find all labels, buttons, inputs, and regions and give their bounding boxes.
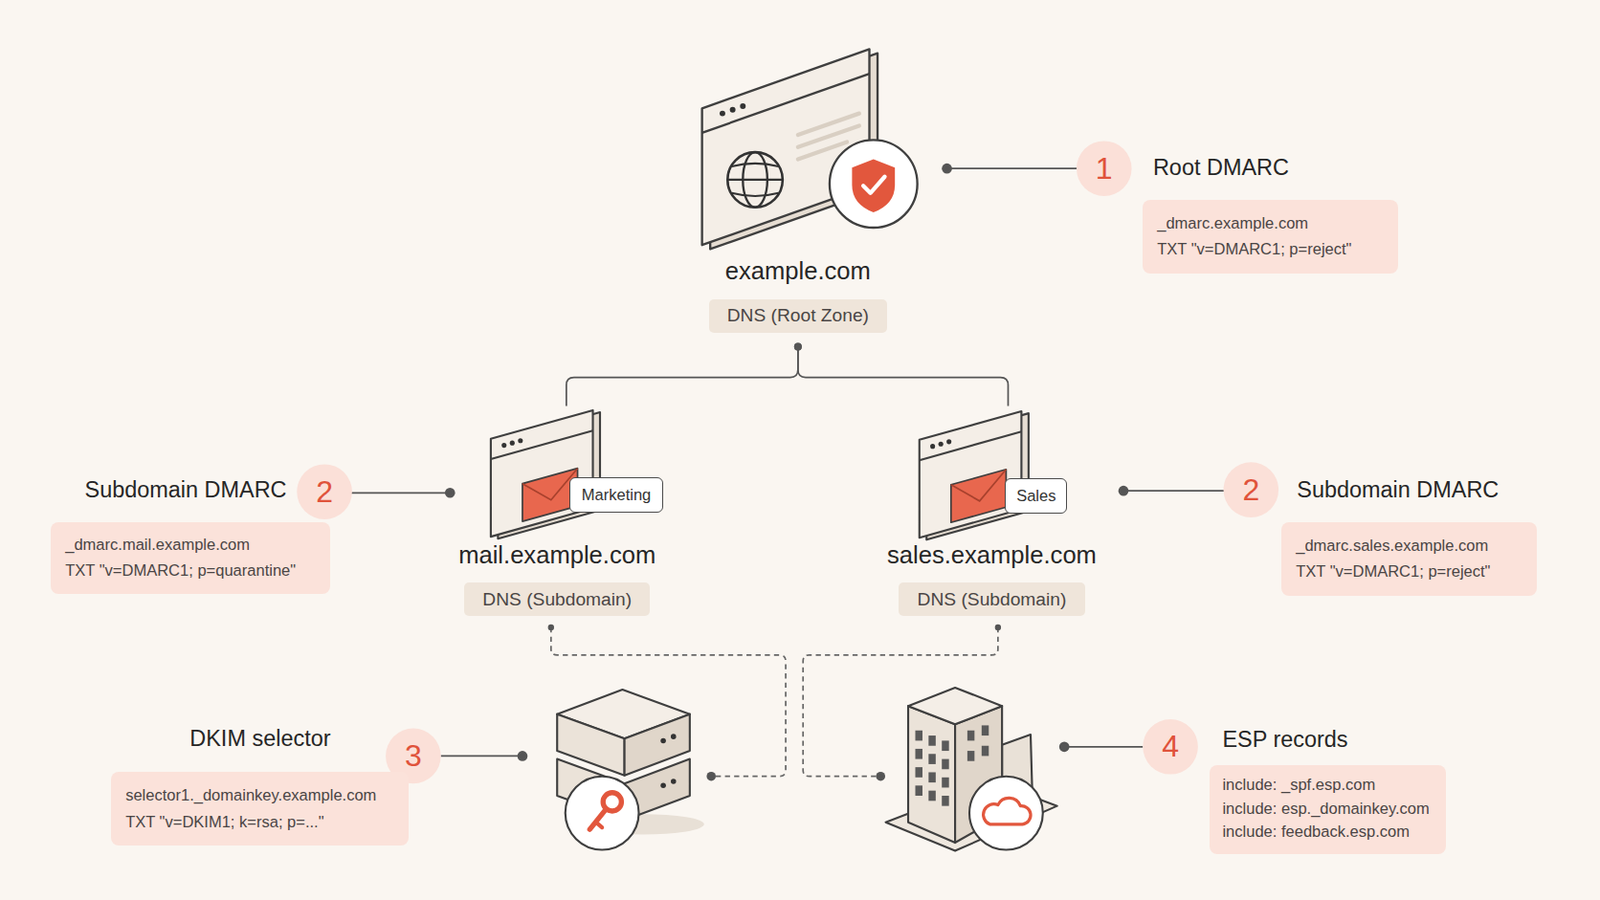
domain-node: sales.example.comDNS (Subdomain) Sales bbox=[885, 405, 1100, 623]
dns-record-box: DKIM selector selector1._domainkey.exampl… bbox=[111, 724, 408, 846]
domain-name: mail.example.com bbox=[458, 540, 656, 571]
record-line: _dmarc.sales.example.com bbox=[1295, 533, 1523, 560]
dns-zone-pill: DNS (Root Zone) bbox=[709, 299, 889, 334]
callout-number: 3 bbox=[382, 735, 445, 778]
building-icon bbox=[886, 688, 1058, 852]
website-icon bbox=[702, 48, 918, 249]
record-heading: DKIM selector bbox=[111, 724, 408, 756]
domain-node: mail.example.comDNS (Subdomain) Marketing bbox=[449, 405, 665, 623]
record-line: include: feedback.esp.com bbox=[1222, 821, 1433, 845]
record-heading: ESP records bbox=[1209, 725, 1446, 756]
dashed-link bbox=[551, 627, 786, 778]
dns-record-box: Root DMARC _dmarc.example.comTXT "v=DMARC… bbox=[1142, 153, 1399, 274]
tree-connector bbox=[798, 347, 1009, 407]
record-heading: Subdomain DMARC bbox=[1281, 475, 1537, 507]
record-body: _dmarc.example.comTXT "v=DMARC1; p=rejec… bbox=[1142, 200, 1399, 274]
callout-circle bbox=[296, 140, 1279, 784]
tag-label-box: Sales bbox=[1004, 478, 1067, 514]
server-icon bbox=[556, 689, 705, 850]
record-body: _dmarc.sales.example.comTXT "v=DMARC1; p… bbox=[1281, 522, 1537, 597]
leader-line bbox=[351, 168, 1225, 756]
record-line: TXT "v=DMARC1; p=reject" bbox=[1295, 558, 1523, 586]
dns-record-box: Subdomain DMARC _dmarc.sales.example.comT… bbox=[1281, 475, 1537, 597]
record-line: _dmarc.example.com bbox=[1156, 210, 1384, 238]
callout-number: 1 bbox=[1073, 148, 1135, 190]
record-line: TXT "v=DMARC1; p=quarantine" bbox=[65, 557, 316, 585]
record-body: selector1._domainkey.example.comTXT "v=D… bbox=[111, 772, 408, 846]
callout-number: 4 bbox=[1139, 726, 1201, 768]
dns-record-box: Subdomain DMARC _dmarc.mail.example.comTX… bbox=[50, 475, 331, 595]
record-body: _dmarc.mail.example.comTXT "v=DMARC1; p=… bbox=[50, 522, 331, 595]
domain-name: example.com bbox=[725, 256, 871, 287]
callout-number: 2 bbox=[1220, 469, 1282, 512]
record-line: selector1._domainkey.example.com bbox=[125, 782, 394, 810]
record-body: include: _spf.esp.cominclude: esp._domai… bbox=[1209, 765, 1446, 855]
callout-number: 2 bbox=[293, 471, 356, 513]
record-line: TXT "v=DKIM1; k=rsa; p=..." bbox=[125, 809, 394, 837]
connector-dot bbox=[794, 343, 802, 352]
tag-label-box: Marketing bbox=[569, 477, 664, 513]
dns-zone-pill: DNS (Subdomain) bbox=[464, 582, 650, 617]
record-line: include: esp._domainkey.com bbox=[1222, 798, 1433, 823]
connector-dot bbox=[794, 343, 802, 352]
record-heading: Root DMARC bbox=[1142, 153, 1399, 184]
tag-text: Marketing bbox=[581, 486, 652, 506]
domain-node: example.comDNS (Root Zone) bbox=[690, 45, 906, 348]
record-line: _dmarc.mail.example.com bbox=[65, 532, 316, 559]
tree-connector bbox=[566, 347, 799, 407]
record-line: TXT "v=DMARC1; p=reject" bbox=[1156, 236, 1384, 264]
record-line: include: _spf.esp.com bbox=[1222, 774, 1433, 799]
tag-text: Sales bbox=[1016, 487, 1056, 507]
dns-zone-pill: DNS (Subdomain) bbox=[898, 582, 1085, 617]
domain-name: sales.example.com bbox=[887, 540, 1097, 571]
dns-record-box: ESP recordsinclude: _spf.esp.cominclude:… bbox=[1209, 725, 1446, 854]
record-heading: Subdomain DMARC bbox=[50, 475, 331, 507]
